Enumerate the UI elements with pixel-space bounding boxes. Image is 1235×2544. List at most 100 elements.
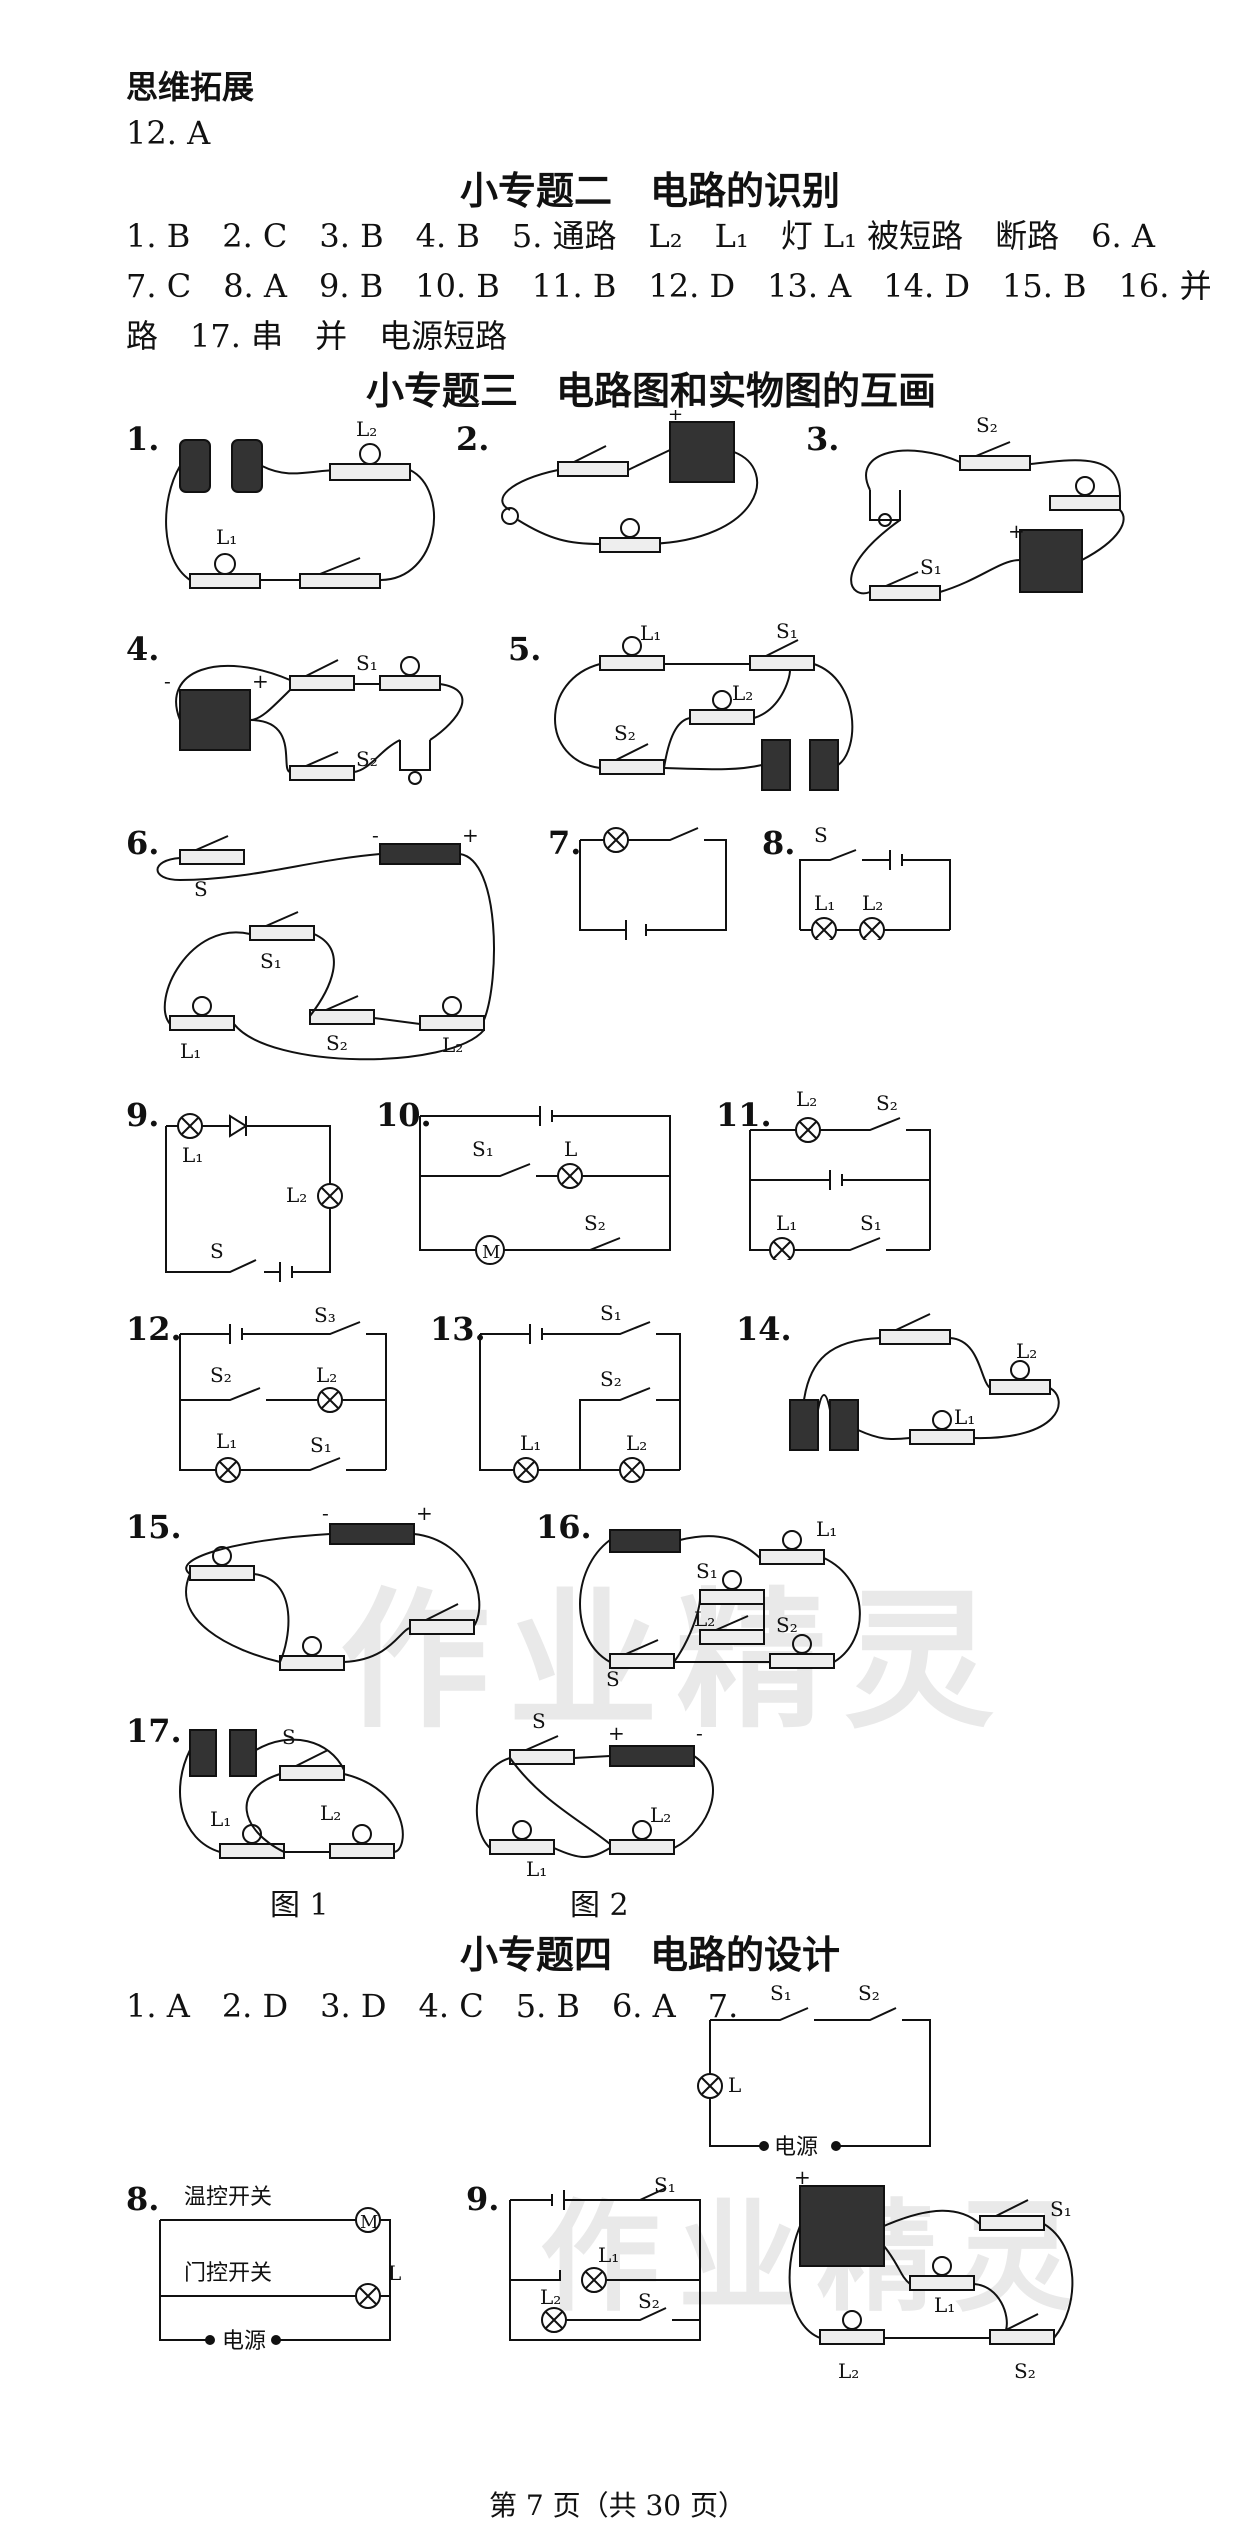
circuit-figure-16: L₁ S₁ L₂ S₂ S [579, 1517, 861, 1690]
topic-title: 小专题二 电路的识别 [460, 168, 841, 213]
answer-line: 1. B 2. C 3. B 4. B 5. 通路 L₂ L₁ 灯 L₁ 被短路… [126, 217, 1155, 255]
svg-text:S₂: S₂ [876, 1091, 898, 1115]
svg-text:L₂: L₂ [626, 1431, 647, 1455]
problem-number: 16. [536, 1508, 592, 1546]
svg-text:L₁: L₁ [598, 2243, 619, 2267]
problem-number: 9. [466, 2180, 500, 2218]
topic-title: 小专题三 电路图和实物图的互画 [366, 368, 937, 413]
problem-number: 1. [126, 420, 160, 458]
svg-text:L₂: L₂ [540, 2285, 561, 2309]
problem-number: 7. [548, 824, 582, 862]
svg-text:M: M [360, 2212, 378, 2233]
circuit-figure-6: S S₁ S₂ L₁ L₂ - + [156, 823, 495, 1063]
circuit-figure-14: L₂ L₁ [789, 1313, 1060, 1451]
svg-text:L₂: L₂ [316, 1363, 337, 1387]
problem-number: 15. [126, 1508, 182, 1546]
circuit-figure-17-1: S L₁ L₂ [179, 1725, 404, 1859]
problem-number: 8. [126, 2180, 160, 2218]
answer-line: 1. A 2. D 3. D 4. C 5. B 6. A 7. [126, 1987, 739, 2025]
svg-text:S₂: S₂ [600, 1367, 622, 1391]
svg-text:门控开关: 门控开关 [184, 2261, 272, 2286]
circuit-figure-2: + [501, 410, 759, 553]
problem-number: 8. [762, 824, 796, 862]
figure-caption: 图 2 [570, 1888, 629, 1923]
svg-text:+: + [668, 410, 683, 425]
svg-text:S₁: S₁ [776, 620, 798, 643]
label-L2: L₂ [356, 420, 377, 441]
svg-text:S: S [814, 823, 828, 847]
svg-text:S₂: S₂ [1014, 2359, 1036, 2383]
svg-text:+: + [416, 1501, 433, 1525]
svg-text:L₂: L₂ [286, 1183, 307, 1207]
svg-text:S₁: S₁ [860, 1211, 882, 1235]
svg-text:L₁: L₁ [954, 1405, 975, 1429]
problem-number: 5. [508, 630, 542, 668]
svg-text:-: - [372, 823, 379, 847]
svg-text:L: L [388, 2261, 401, 2285]
svg-text:S₂: S₂ [976, 413, 998, 437]
answer-line: 路 17. 串 并 电源短路 [126, 317, 508, 355]
svg-text:S₂: S₂ [614, 721, 636, 745]
problem-number: 2. [456, 420, 490, 458]
svg-text:S₁: S₁ [654, 2173, 676, 2197]
svg-text:S₁: S₁ [1050, 2197, 1072, 2221]
svg-text:L₂: L₂ [442, 1033, 463, 1057]
svg-text:-: - [164, 669, 171, 693]
svg-text:L₁: L₁ [816, 1517, 837, 1541]
svg-text:S: S [532, 1710, 546, 1733]
circuit-figure-4: S₁ S₂ - + [164, 651, 464, 785]
svg-text:L₂: L₂ [1016, 1339, 1037, 1363]
problem-number: 9. [126, 1096, 160, 1134]
svg-text:-: - [696, 1721, 703, 1745]
circuit-figure-9: L₁ L₂ S [165, 1113, 343, 1282]
svg-text:S₁: S₁ [696, 1559, 718, 1583]
topic-title: 小专题四 电路的设计 [460, 1932, 841, 1977]
svg-text:S₁: S₁ [310, 1433, 332, 1457]
svg-text:L: L [564, 1137, 577, 1161]
circuit-design-9-physical: + S₁ L₁ L₂ S₂ [788, 2166, 1074, 2383]
svg-text:S₂: S₂ [210, 1363, 232, 1387]
svg-text:温控开关: 温控开关 [184, 2185, 272, 2210]
svg-text:S: S [194, 877, 208, 901]
circuit-figure-17-2: S + - L₁ L₂ [475, 1710, 714, 1880]
svg-text:S₂: S₂ [638, 2289, 660, 2313]
answer-text: 12. A [126, 114, 211, 152]
circuit-figure-3: S₂ S₁ + [850, 413, 1125, 601]
svg-text:L₁: L₁ [216, 1429, 237, 1453]
svg-text:L₁: L₁ [776, 1211, 797, 1235]
svg-text:S₂: S₂ [776, 1613, 798, 1637]
svg-text:L₁: L₁ [210, 1807, 231, 1831]
svg-text:L₂: L₂ [732, 681, 753, 705]
svg-text:S₁: S₁ [472, 1137, 494, 1161]
svg-text:L₂: L₂ [862, 891, 883, 915]
circuit-design-9: S₁ L₁ L₂ S₂ [509, 2173, 701, 2341]
circuit-figure-8: S L₁ L₂ [799, 823, 951, 940]
problem-number: 13. [430, 1310, 486, 1348]
problem-number: 17. [126, 1712, 182, 1750]
svg-text:M: M [482, 1242, 500, 1263]
svg-text:S: S [606, 1667, 620, 1690]
svg-text:+: + [462, 823, 479, 847]
circuit-figure-13: S₁ S₂ L₁ L₂ [479, 1301, 681, 1483]
svg-text:L₂: L₂ [694, 1607, 715, 1631]
svg-text:L: L [728, 2073, 741, 2097]
svg-text:L₂: L₂ [650, 1803, 671, 1827]
svg-text:S₁: S₁ [600, 1301, 622, 1325]
svg-text:S: S [210, 1239, 224, 1263]
problem-number: 12. [126, 1310, 182, 1348]
section-heading: 思维拓展 [126, 68, 255, 106]
svg-text:+: + [794, 2166, 811, 2189]
circuit-figure-10: M S₁ L S₂ [419, 1106, 671, 1265]
svg-text:S₁: S₁ [920, 555, 942, 579]
svg-text:S₁: S₁ [260, 949, 282, 973]
svg-text:+: + [1008, 519, 1025, 543]
svg-text:L₁: L₁ [814, 891, 835, 915]
svg-text:L₁: L₁ [640, 621, 661, 645]
svg-text:S₂: S₂ [858, 1981, 880, 2005]
svg-text:+: + [608, 1721, 625, 1745]
svg-text:L₁: L₁ [180, 1039, 201, 1063]
svg-text:+: + [252, 669, 269, 693]
circuit-figure-15: - + [185, 1501, 481, 1671]
problem-number: 3. [806, 420, 840, 458]
svg-text:L₁: L₁ [526, 1857, 547, 1880]
